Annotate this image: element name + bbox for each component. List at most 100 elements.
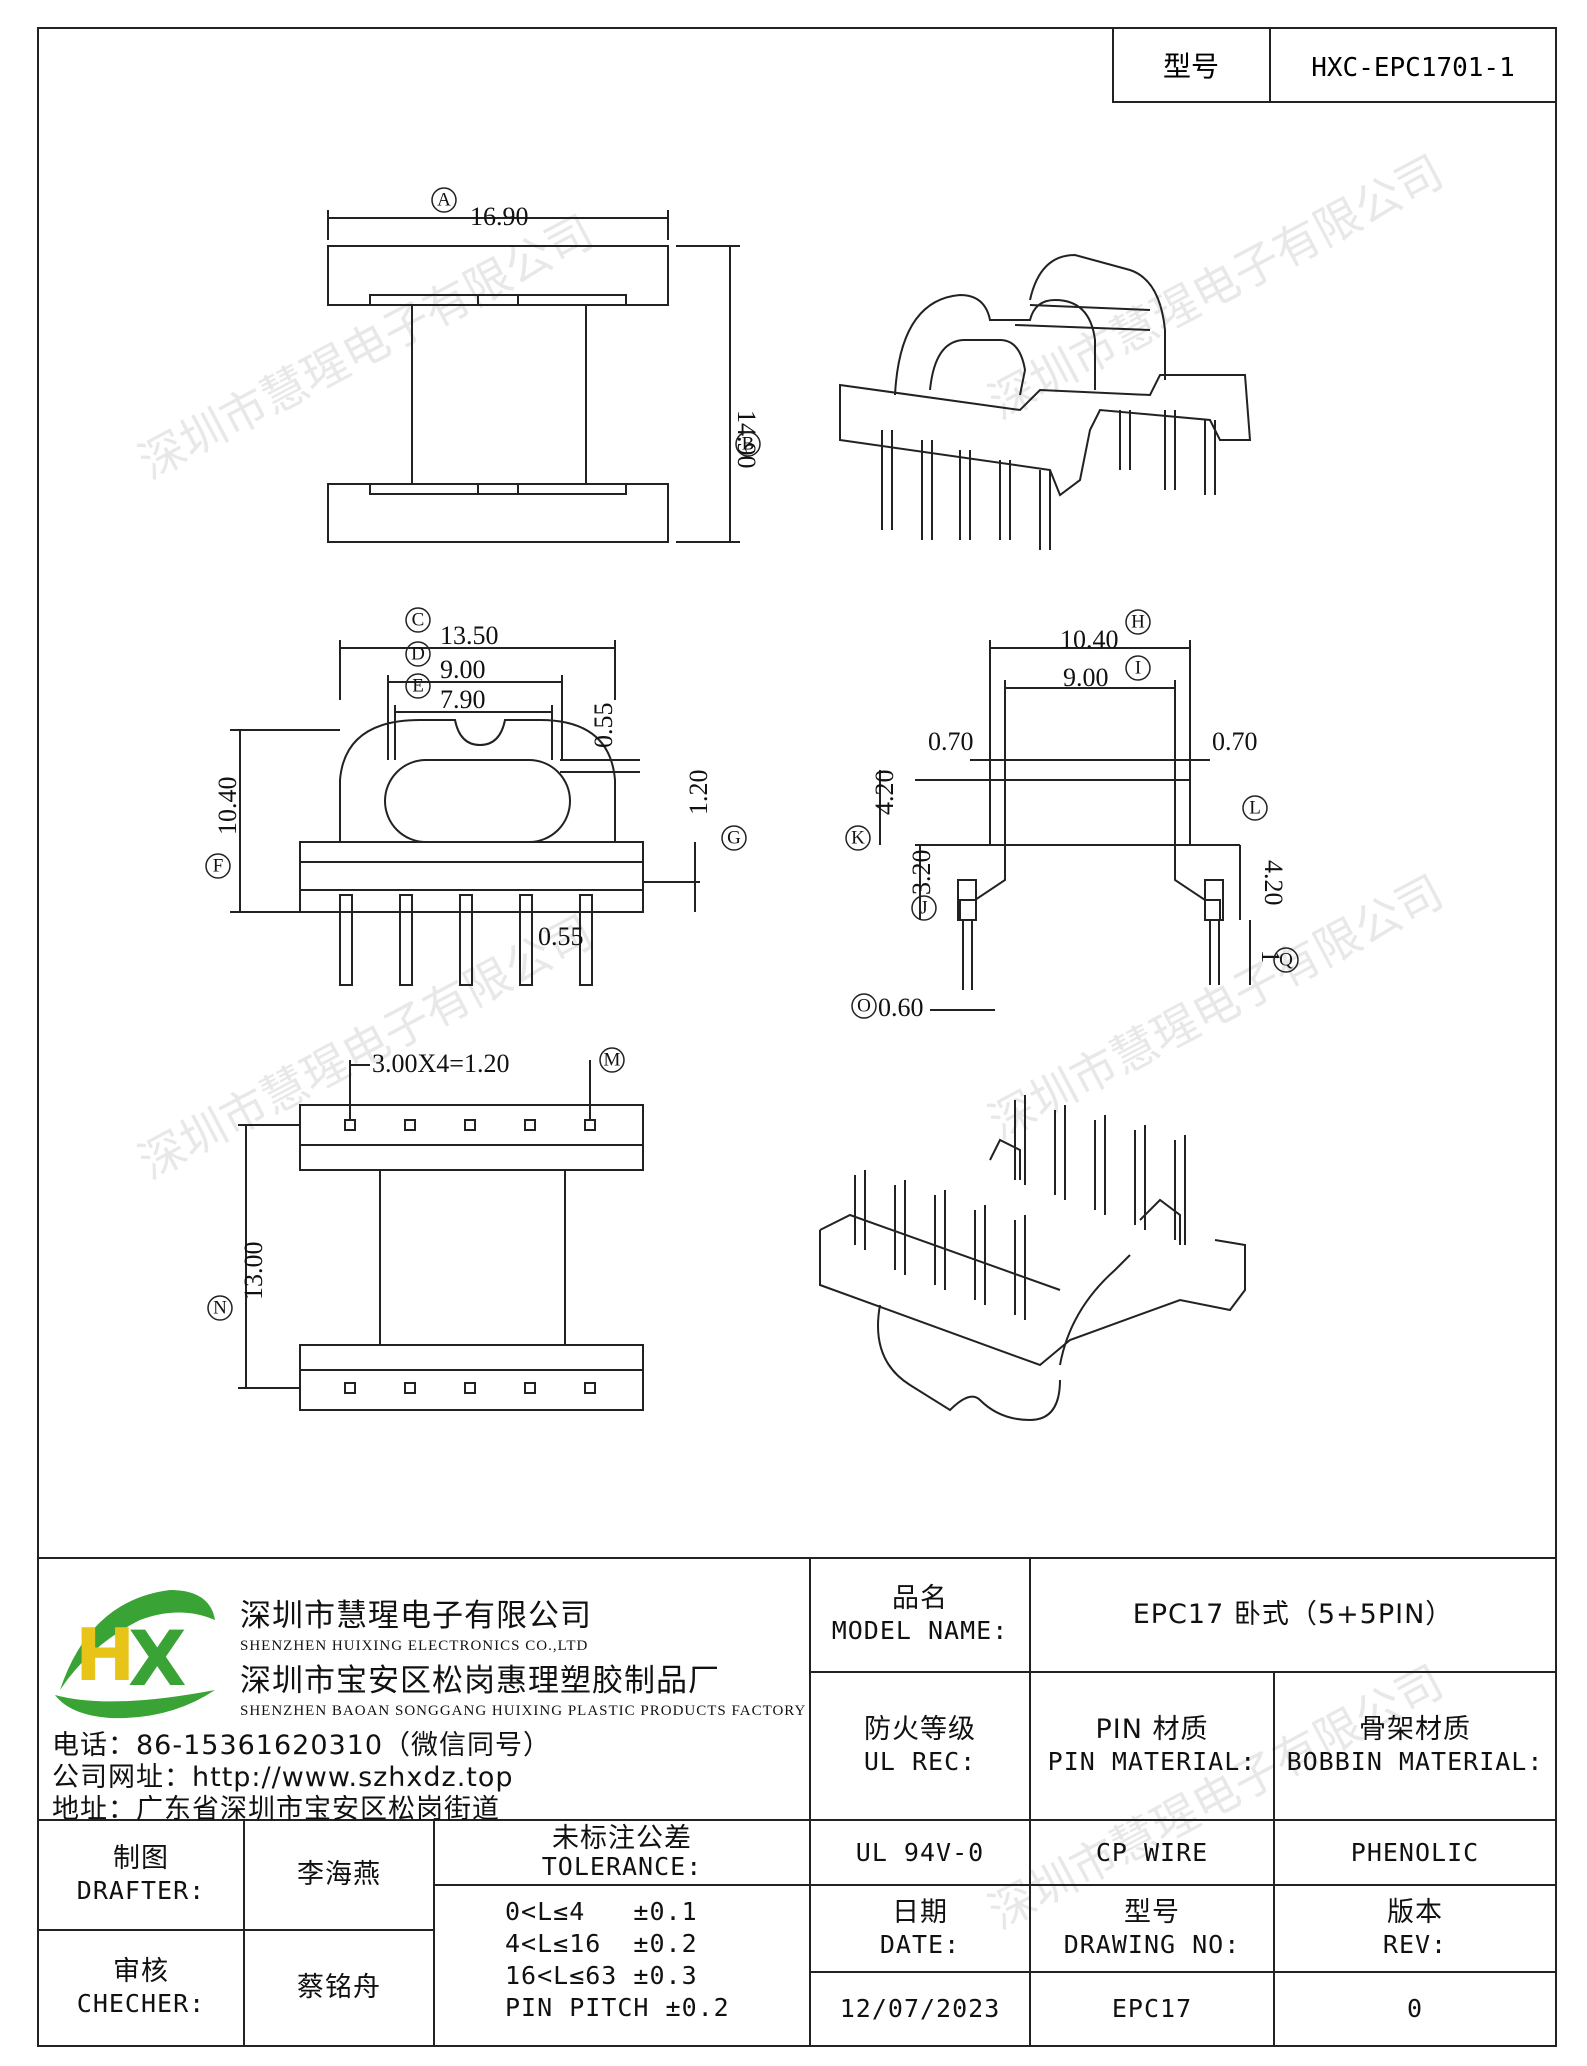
dim-l-value: 4.20 (1259, 860, 1288, 906)
isometric-view-bottom (819, 1095, 1246, 1422)
drafter-name-text: 李海燕 (297, 1859, 381, 1890)
ref-c: C (412, 610, 425, 631)
date-label-cn: 日期 (892, 1896, 948, 1928)
title-block-grid (38, 1557, 1556, 2046)
factory-name-en: SHENZHEN BAOAN SONGGANG HUIXING PLASTIC … (240, 1703, 807, 1719)
checker-label: 审核 CHECHER: (38, 1930, 244, 2046)
tolerance-line-2: 4<L≤16 ±0.2 (505, 1929, 698, 1958)
logo-letter-x: X (128, 1614, 187, 1703)
checker-label-en: CHECHER: (76, 1989, 206, 2018)
bobbin-material-label: 骨架材质 BOBBIN MATERIAL: (1274, 1672, 1556, 1820)
drawing-no-label-cn: 型号 (1124, 1896, 1180, 1928)
dim-p-value: 0.70 (928, 727, 974, 756)
drawing-no-label: 型号 DRAWING NO: (1030, 1885, 1274, 1972)
ref-a: A (437, 190, 451, 211)
pin-material-label: PIN 材质 PIN MATERIAL: (1030, 1672, 1274, 1820)
pin-material-label-en: PIN MATERIAL: (1047, 1747, 1257, 1776)
ul-rec-value: UL 94V-0 (855, 1837, 985, 1867)
factory-name-cn: 深圳市宝安区松岗惠理塑胶制品厂 (240, 1663, 720, 1699)
checker-name-text: 蔡铭舟 (297, 1972, 381, 2003)
dimension-labels: 16.90 14.90 13.50 9.00 7.90 10.40 1.20 0… (213, 202, 1288, 1300)
drafter-label: 制图 DRAFTER: (38, 1820, 244, 1930)
model-name-label-cn: 品名 (892, 1583, 948, 1614)
ref-q: Q (1279, 950, 1293, 971)
pin-material-label-cn: PIN 材质 (1095, 1714, 1209, 1745)
side-view (230, 640, 700, 986)
dim-j-value: 3.20 (907, 850, 936, 896)
logo-letter-h: H (75, 1613, 135, 1697)
company-website: 公司网址：http://www.szhxdz.top (52, 1762, 514, 1793)
tolerance-label-cn: 未标注公差 (552, 1822, 692, 1854)
ref-j: J (920, 898, 927, 919)
end-view (879, 640, 1251, 1011)
bottom-view (238, 1060, 644, 1411)
drawing-no-value: EPC17 (1111, 1994, 1193, 2023)
thickness-pin-value: 0.55 (538, 922, 584, 951)
ul-rec-label-cn: 防火等级 (864, 1714, 976, 1745)
reference-letters: A B C D E F G H I L K J Q O M N (213, 190, 1293, 1319)
model-name-value: EPC17 卧式（5+5PIN） (1030, 1558, 1556, 1672)
ref-d: D (411, 644, 425, 665)
ref-b: B (742, 434, 755, 455)
checker-label-cn: 审核 (113, 1956, 169, 1987)
ref-m: M (604, 1050, 621, 1071)
company-address: 地址：广东省深圳市宝安区松岗街道 (52, 1794, 500, 1825)
ref-l: L (1249, 798, 1261, 819)
dim-m-value: 3.00X4=1.20 (372, 1049, 509, 1078)
header-model-value: HXC-EPC1701-1 (1311, 53, 1515, 83)
dim-h-value: 10.40 (1060, 625, 1119, 654)
company-name-cn: 深圳市慧瑆电子有限公司 (240, 1598, 592, 1634)
model-name-label: 品名 MODEL NAME: (810, 1558, 1030, 1672)
bobbin-material-label-en: BOBBIN MATERIAL: (1286, 1747, 1544, 1776)
pin-material-value: CP WIRE (1095, 1837, 1209, 1867)
drafter-name: 李海燕 (244, 1820, 434, 1930)
dim-f-value: 10.40 (213, 777, 242, 836)
rev-label-cn: 版本 (1387, 1896, 1443, 1928)
ref-f: F (213, 856, 224, 877)
bobbin-material-value: PHENOLIC (1350, 1837, 1480, 1867)
watermark-text: 深圳市慧瑆电子有限公司 (980, 864, 1452, 1149)
ref-k: K (851, 828, 865, 849)
tolerance-line-4: PIN PITCH ±0.2 (505, 1993, 730, 2022)
rev-label: 版本 REV: (1274, 1885, 1556, 1972)
dim-i-value: 9.00 (1063, 663, 1109, 692)
ref-n: N (213, 1298, 227, 1319)
watermark-text: 深圳市慧瑆电子有限公司 (130, 204, 602, 489)
watermark-text: 深圳市慧瑆电子有限公司 (980, 144, 1452, 429)
date-label: 日期 DATE: (810, 1885, 1030, 1972)
ul-rec-label: 防火等级 UL REC: (810, 1672, 1030, 1820)
dim-c-value: 13.50 (440, 621, 499, 650)
isometric-view-top (839, 253, 1252, 550)
ref-h: H (1131, 612, 1145, 633)
ref-i: I (1135, 658, 1141, 679)
sheet-border (37, 27, 1557, 2047)
date-value: 12/07/2023 (839, 1994, 1001, 2023)
company-phone: 电话：86-15361620310（微信同号） (52, 1730, 552, 1761)
company-logo: H X (55, 1590, 215, 1719)
rev-label-en: REV: (1382, 1929, 1448, 1959)
front-view (327, 210, 740, 543)
model-name-label-en: MODEL NAME: (831, 1616, 1009, 1645)
ref-o: O (857, 996, 871, 1017)
date-label-en: DATE: (879, 1929, 961, 1959)
dim-e-value: 7.90 (440, 685, 486, 714)
header-model-label: 型号 (1163, 50, 1219, 83)
dim-d-value: 9.00 (440, 655, 486, 684)
drafter-label-cn: 制图 (113, 1843, 169, 1874)
checker-name: 蔡铭舟 (244, 1930, 434, 2046)
drafter-label-en: DRAFTER: (76, 1876, 206, 1905)
ref-g: G (727, 828, 741, 849)
dim-g-value: 1.20 (684, 770, 713, 816)
header-model-box: 型号 HXC-EPC1701-1 (1112, 27, 1557, 103)
reference-markers (205, 187, 1299, 1321)
ref-e: E (412, 676, 424, 697)
model-name-text: EPC17 卧式（5+5PIN） (1132, 1599, 1454, 1630)
bobbin-material-label-cn: 骨架材质 (1359, 1714, 1471, 1745)
tolerance-label-en: TOLERANCE: (541, 1851, 703, 1881)
tolerance-label: 未标注公差 TOLERANCE: (434, 1820, 810, 1885)
ul-rec-label-en: UL REC: (863, 1747, 977, 1776)
dim-a-value: 16.90 (470, 202, 529, 231)
tolerance-line-3: 16<L≤63 ±0.3 (505, 1961, 698, 1990)
company-name-en: SHENZHEN HUIXING ELECTRONICS CO.,LTD (240, 1638, 589, 1654)
